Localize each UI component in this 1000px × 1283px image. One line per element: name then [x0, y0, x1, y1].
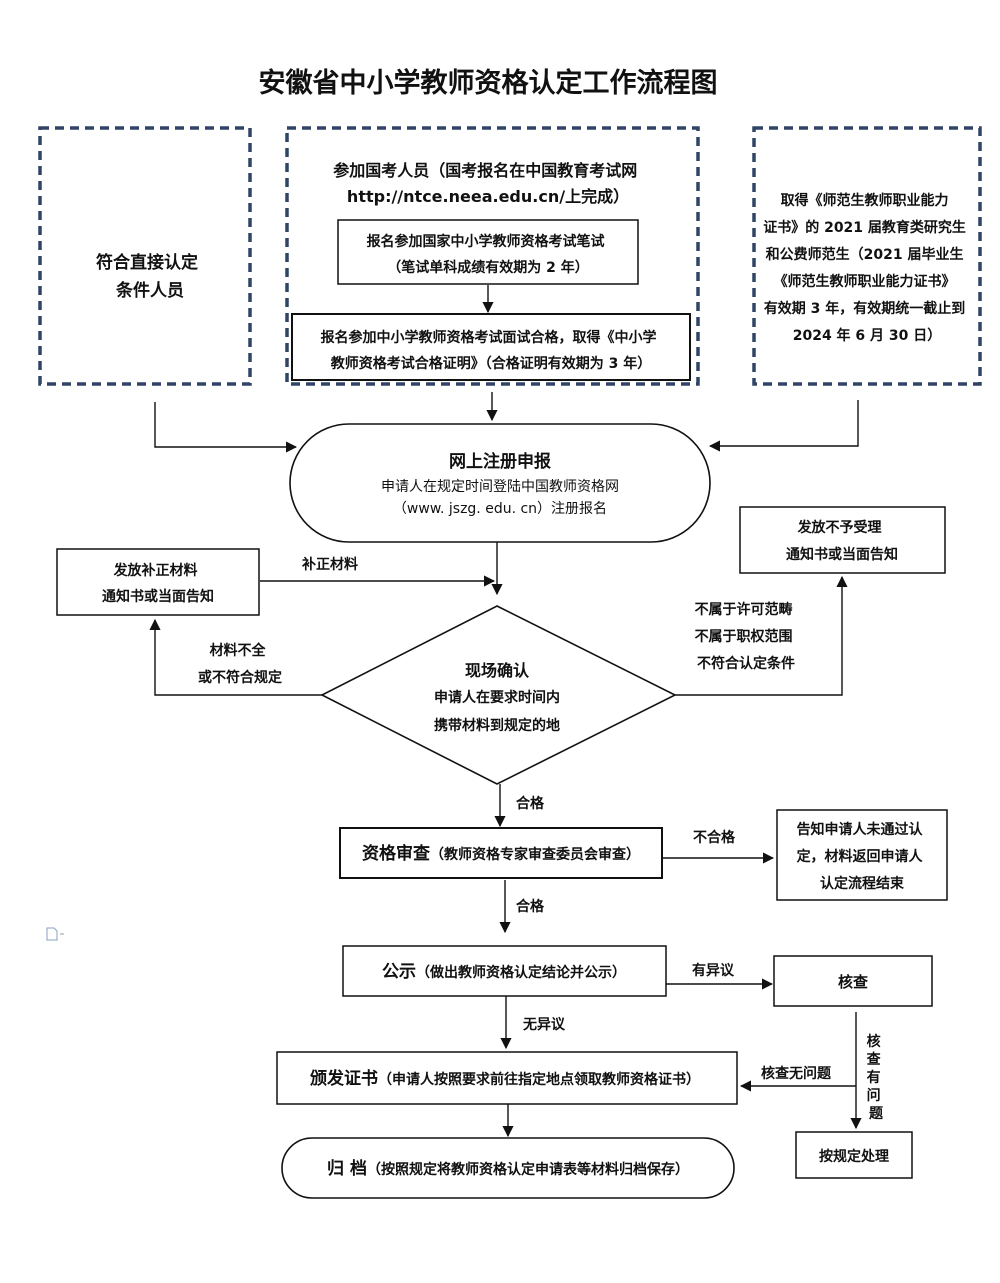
handle-text: 按规定处理: [819, 1148, 889, 1165]
direct-to-register-arrow: [154, 402, 298, 453]
incomplete-label: 材料不全 或不符合规定: [198, 642, 282, 686]
objection-label: 有异议: [692, 962, 735, 979]
qualification-review-box: [339, 827, 663, 879]
pass-label-2: 合格: [516, 898, 545, 915]
issue-certificate-box: [276, 1051, 738, 1105]
supplement-notice-text: 发放补正材料 通知书或当面告知: [102, 562, 214, 605]
online-registration-line1: 申请人在规定时间登陆中国教师资格网: [381, 479, 619, 495]
supplement-notice-box: [56, 548, 260, 616]
supplement-label: 补正材料: [301, 556, 358, 573]
verify-ok-label: 核查无问题: [761, 1065, 832, 1082]
online-registration-line2: （www. jszg. edu. cn）注册报名: [393, 501, 607, 517]
incomplete-branch-arrow: [149, 618, 322, 696]
issue-certificate-text: 颁发证书（申请人按照要求前往指定地点领取教师资格证书）: [310, 1068, 700, 1089]
interview-text: 报名参加中小学教师资格考试面试合格，取得《中小学 教师资格考试合格证明》（合格证…: [321, 329, 662, 372]
onsite-confirmation-line2: 携带材料到规定的地: [434, 717, 560, 734]
interview-box: [291, 313, 691, 381]
archive-text: 归 档（按照规定将教师资格认定申请表等材料归档保存）: [327, 1158, 689, 1179]
reject-branch-arrow: [675, 575, 848, 696]
reject-notice-box: [739, 506, 946, 574]
verify-text: 核查: [838, 973, 869, 991]
handle-box: [795, 1131, 913, 1179]
fail-result-box: [776, 809, 948, 901]
no-objection-label: 无异议: [522, 1017, 566, 1033]
fail-label: 不合格: [693, 829, 736, 846]
page-title: 安徽省中小学教师资格认定工作流程图: [259, 67, 718, 99]
pass-label-1: 合格: [516, 795, 545, 812]
graduates-box: [752, 126, 982, 386]
online-registration-box: [289, 423, 711, 543]
online-registration-title: 网上注册申报: [449, 451, 551, 472]
onsite-confirmation-diamond: [320, 605, 677, 785]
exam-candidates-intro: 参加国考人员（国考报名在中国教育考试网 http://ntce.neea.edu…: [333, 161, 643, 206]
publicity-box: [342, 945, 667, 997]
document-icon: [46, 927, 64, 941]
qualification-review-text: 资格审查（教师资格专家审查委员会审查）: [362, 843, 640, 864]
reject-reasons: 不属于许可范畴 不属于职权范围 不符合认定条件: [695, 601, 798, 672]
graduates-text: 取得《师范生教师职业能力 证书》的 2021 届教育类研究生 和公费师范生（20…: [763, 192, 971, 344]
direct-certification-box: [38, 126, 252, 386]
written-exam-box: [337, 219, 639, 285]
onsite-confirmation-line1: 申请人在要求时间内: [434, 689, 560, 706]
archive-box: [281, 1137, 735, 1199]
written-exam-text: 报名参加国家中小学教师资格考试笔试 （笔试单科成绩有效期为 2 年）: [367, 233, 610, 276]
verify-problem-label: 核 查 有 问 题: [867, 1033, 886, 1122]
onsite-confirmation-title: 现场确认: [465, 661, 530, 680]
publicity-text: 公示（做出教师资格认定结论并公示）: [382, 962, 626, 982]
fail-result-text: 告知申请人未通过认 定，材料返回申请人 认定流程结束: [797, 821, 928, 892]
graduates-to-register-arrow: [708, 400, 859, 452]
direct-certification-text: 符合直接认定 条件人员: [96, 252, 204, 301]
exam-candidates-box: [285, 126, 700, 386]
verify-box: [773, 955, 933, 1007]
reject-notice-text: 发放不予受理 通知书或当面告知: [786, 519, 898, 563]
